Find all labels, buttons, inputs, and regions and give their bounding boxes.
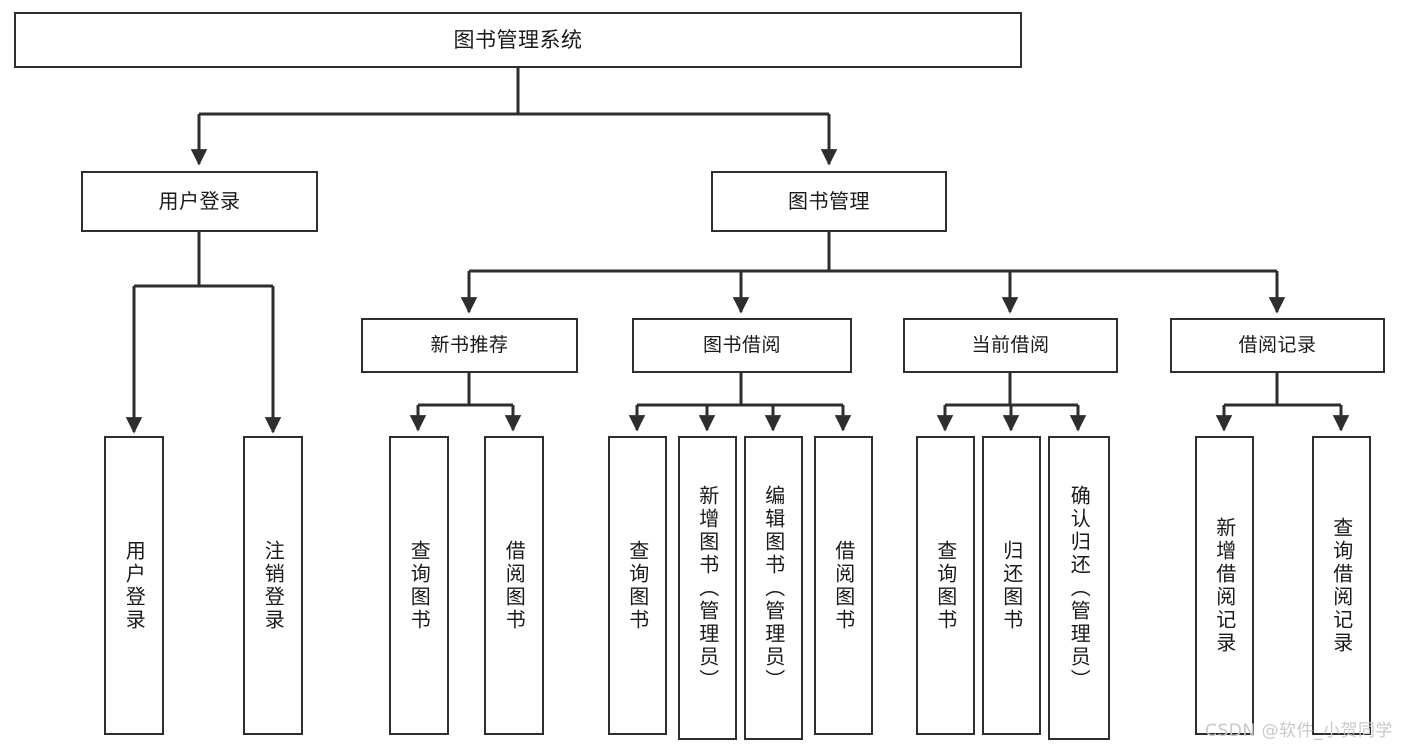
leaf-current-borrow-query[interactable]: 查询图书 [916, 436, 975, 735]
csdn-watermark: CSDN @软件_小贺同学 [1205, 721, 1393, 741]
node-new-book-recommend[interactable]: 新书推荐 [361, 318, 578, 373]
leaf-new-book-borrow[interactable]: 借阅图书 [484, 436, 544, 735]
leaf-borrow-record-query[interactable]: 查询借阅记录 [1312, 436, 1371, 735]
leaf-user-login-logout[interactable]: 注销登录 [243, 436, 303, 735]
node-label: 借阅图书 [831, 539, 856, 632]
leaf-book-borrow-edit-admin[interactable]: 编辑图书（管理员） [744, 436, 803, 740]
node-label: 查询图书 [407, 539, 432, 632]
node-label: 图书借阅 [702, 334, 781, 357]
node-label: 查询图书 [625, 539, 650, 632]
node-label: 用户登录 [122, 539, 147, 632]
node-label: 图书管理 [788, 188, 870, 213]
node-label: 归还图书 [999, 539, 1024, 632]
node-book-borrow[interactable]: 图书借阅 [632, 318, 852, 373]
node-borrow-record[interactable]: 借阅记录 [1170, 318, 1385, 373]
node-user-login[interactable]: 用户登录 [81, 171, 318, 232]
leaf-user-login-login[interactable]: 用户登录 [104, 436, 164, 735]
node-label: 借阅记录 [1238, 334, 1317, 357]
leaf-book-borrow-borrow[interactable]: 借阅图书 [814, 436, 873, 735]
node-label: 借阅图书 [502, 539, 527, 632]
node-root-book-management-system[interactable]: 图书管理系统 [14, 12, 1022, 68]
node-label: 新增借阅记录 [1212, 516, 1237, 655]
node-current-borrow[interactable]: 当前借阅 [903, 318, 1118, 373]
node-label: 用户登录 [158, 188, 241, 213]
leaf-book-borrow-add-admin[interactable]: 新增图书（管理员） [678, 436, 737, 740]
node-label: 当前借阅 [971, 334, 1050, 357]
node-label: 编辑图书（管理员） [761, 484, 786, 692]
node-label: 新书推荐 [430, 334, 509, 357]
node-label: 注销登录 [261, 539, 286, 632]
leaf-current-borrow-confirm-admin[interactable]: 确认归还（管理员） [1048, 436, 1110, 740]
leaf-current-borrow-return[interactable]: 归还图书 [982, 436, 1041, 735]
leaf-book-borrow-query[interactable]: 查询图书 [608, 436, 667, 735]
leaf-borrow-record-add[interactable]: 新增借阅记录 [1195, 436, 1254, 735]
node-label: 图书管理系统 [453, 27, 583, 52]
node-book-management[interactable]: 图书管理 [711, 171, 947, 232]
node-label: 查询借阅记录 [1329, 516, 1354, 655]
node-label: 查询图书 [933, 539, 958, 632]
node-label: 新增图书（管理员） [695, 484, 720, 692]
leaf-new-book-query[interactable]: 查询图书 [389, 436, 449, 735]
node-label: 确认归还（管理员） [1067, 484, 1092, 692]
